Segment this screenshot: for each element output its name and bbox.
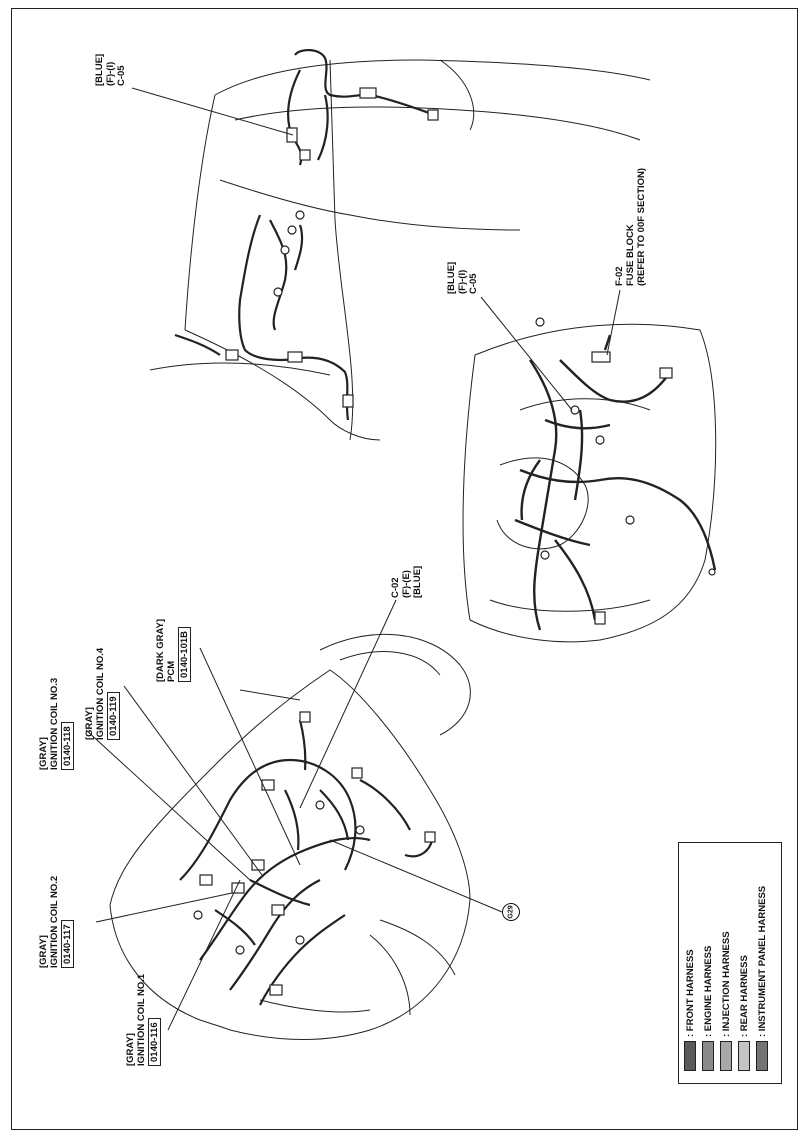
rear-body-outline bbox=[149, 59, 651, 441]
fuse-block-name: F-02 bbox=[614, 266, 625, 286]
legend-row-engine: : ENGINE HARNESS bbox=[701, 946, 715, 1071]
fuse-block-ref: (REFER TO 00F SECTION) bbox=[636, 167, 647, 286]
c05-top-leader bbox=[131, 87, 294, 136]
ignition-coil-4-label: [GRAY] IGNITION COIL NO.4 0140-119 bbox=[84, 648, 120, 740]
pcm-label: [DARK GRAY] PCM 0140-101B bbox=[155, 619, 191, 682]
engine-harness bbox=[179, 719, 434, 1006]
legend-text-rear: : REAR HARNESS bbox=[738, 955, 750, 1037]
pcm-code: 0140-101B bbox=[178, 626, 191, 682]
c05-top-color: [BLUE] bbox=[94, 53, 105, 86]
ignition-coil-3-label: [GRAY] IGNITION COIL NO.3 0140-118 bbox=[38, 678, 74, 770]
legend-row-front: : FRONT HARNESS bbox=[683, 949, 697, 1071]
c05-panel-name: C-05 bbox=[468, 273, 479, 294]
c02-pin: (F)-(E) bbox=[401, 570, 412, 598]
rear-harness bbox=[174, 49, 436, 421]
ignition-coil-4-code: 0140-119 bbox=[107, 692, 120, 740]
engine-bay-outline bbox=[109, 633, 471, 1040]
c05-panel-label: [BLUE] (F)-(I) C-05 bbox=[446, 262, 479, 294]
fuse-block-desc: FUSE BLOCK bbox=[625, 224, 636, 286]
legend-row-instrument-panel: : INSTRUMENT PANEL HARNESS bbox=[755, 886, 769, 1071]
c05-top-name: C-05 bbox=[116, 65, 127, 86]
ignition-coil-2-label: [GRAY] IGNITION COIL NO.2 0140-117 bbox=[38, 876, 74, 968]
ignition-coil-1-code: 0140-116 bbox=[148, 1018, 161, 1066]
ground-ref-symbol: G29 bbox=[502, 903, 520, 921]
legend-text-injection: : INJECTION HARNESS bbox=[720, 931, 732, 1037]
c05-top-pin: (F)-(I) bbox=[105, 61, 116, 86]
c05-panel-color: [BLUE] bbox=[446, 261, 457, 294]
panel-connectors bbox=[535, 317, 716, 625]
legend-swatch-injection bbox=[720, 1041, 732, 1071]
ignition-coil-4-color: [GRAY] bbox=[84, 707, 95, 740]
ignition-coil-2-color: [GRAY] bbox=[38, 935, 49, 968]
legend-text-instrument-panel: : INSTRUMENT PANEL HARNESS bbox=[756, 885, 768, 1037]
legend-row-injection: : INJECTION HARNESS bbox=[719, 931, 733, 1071]
pcm-color: [DARK GRAY] bbox=[155, 619, 166, 682]
engine-connectors bbox=[193, 711, 436, 996]
c05-panel-leader bbox=[480, 296, 573, 411]
fuse-block-leader bbox=[606, 289, 621, 356]
legend-swatch-front bbox=[684, 1041, 696, 1071]
ignition-coil-2-name: IGNITION COIL NO.2 bbox=[49, 875, 60, 968]
pcm-name: PCM bbox=[166, 660, 177, 682]
legend-swatch-rear bbox=[738, 1041, 750, 1071]
ignition-coil-1-label: [GRAY] IGNITION COIL NO.1 0140-116 bbox=[125, 974, 161, 1066]
legend-row-rear: : REAR HARNESS bbox=[737, 955, 751, 1071]
legend-text-engine: : ENGINE HARNESS bbox=[702, 945, 714, 1037]
c02-color: [BLUE] bbox=[412, 565, 423, 598]
engine-leaders bbox=[85, 599, 503, 1031]
c02-label: C-02 (F)-(E) [BLUE] bbox=[390, 566, 423, 598]
c05-top-label: [BLUE] (F)-(I) C-05 bbox=[94, 54, 127, 86]
legend-text-front: : FRONT HARNESS bbox=[684, 949, 696, 1037]
legend-swatch-instrument-panel bbox=[756, 1041, 768, 1071]
ignition-coil-1-name: IGNITION COIL NO.1 bbox=[136, 973, 147, 1066]
ignition-coil-2-code: 0140-117 bbox=[61, 920, 74, 968]
c02-name: C-02 bbox=[390, 577, 401, 598]
ignition-coil-3-code: 0140-118 bbox=[61, 722, 74, 770]
ignition-coil-1-color: [GRAY] bbox=[125, 1033, 136, 1066]
c05-panel-pin: (F)-(I) bbox=[457, 269, 468, 294]
ignition-coil-3-color: [GRAY] bbox=[38, 737, 49, 770]
legend-swatch-engine bbox=[702, 1041, 714, 1071]
instrument-panel-outline bbox=[462, 323, 717, 643]
harness-legend: : FRONT HARNESS : ENGINE HARNESS : INJEC… bbox=[678, 842, 782, 1084]
ignition-coil-3-name: IGNITION COIL NO.3 bbox=[49, 677, 60, 770]
ignition-coil-4-name: IGNITION COIL NO.4 bbox=[95, 647, 106, 740]
ground-ref-text: G29 bbox=[507, 905, 515, 919]
instrument-panel-harness bbox=[514, 334, 717, 631]
fuse-block-label: F-02 FUSE BLOCK (REFER TO 00F SECTION) bbox=[614, 168, 647, 286]
page-frame bbox=[11, 8, 798, 1130]
